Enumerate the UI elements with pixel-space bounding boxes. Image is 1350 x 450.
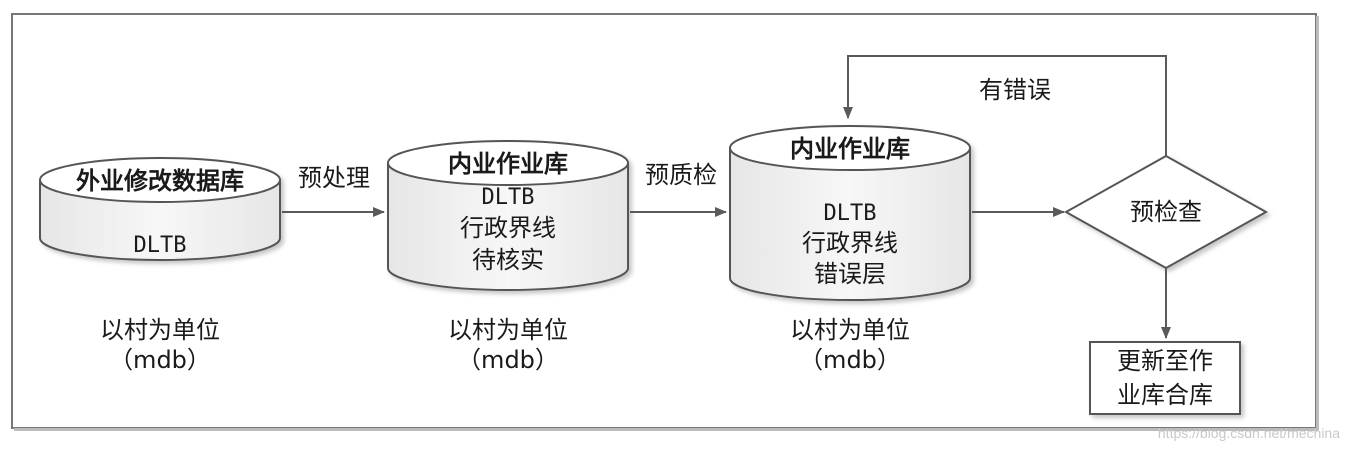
unit-label-1: 以村为单位 <box>100 316 220 344</box>
db2-line-2: 行政界线 <box>460 214 556 242</box>
edge-precheck-label: 预质检 <box>645 161 717 189</box>
db-internal-work-2 <box>729 125 971 301</box>
db2-line-1: DLTB <box>482 185 535 210</box>
db1-title: 外业修改数据库 <box>76 167 244 195</box>
db3-line-1: DLTB <box>824 201 877 226</box>
frame-shadow <box>14 428 1318 431</box>
result-line-1: 更新至作 <box>1117 347 1213 375</box>
db2-line-3: 待核实 <box>472 246 544 274</box>
frame-shadow-right <box>1316 16 1319 430</box>
result-line-2: 业库合库 <box>1117 381 1213 409</box>
arrow-error-loop <box>843 55 1167 156</box>
db3-line-3: 错误层 <box>814 260 886 288</box>
db1-line: DLTB <box>134 233 187 258</box>
db-outside-edit <box>39 157 281 261</box>
check-label: 预检查 <box>1130 198 1202 226</box>
db-internal-work-1 <box>387 140 629 291</box>
unit-label-2: 以村为单位 <box>448 316 568 344</box>
result-box <box>1089 341 1241 415</box>
unit-sub-2: （mdb） <box>457 346 559 374</box>
edge-preprocess-label: 预处理 <box>298 164 370 192</box>
db3-title: 内业作业库 <box>790 135 910 163</box>
edge-error-label: 有错误 <box>979 76 1051 104</box>
unit-label-3: 以村为单位 <box>790 316 910 344</box>
unit-sub-3: （mdb） <box>799 346 901 374</box>
db2-title: 内业作业库 <box>448 150 568 178</box>
db3-line-2: 行政界线 <box>802 229 898 257</box>
watermark: https://blog.csdn.net/mechina <box>1158 425 1340 441</box>
unit-sub-1: （mdb） <box>109 346 211 374</box>
